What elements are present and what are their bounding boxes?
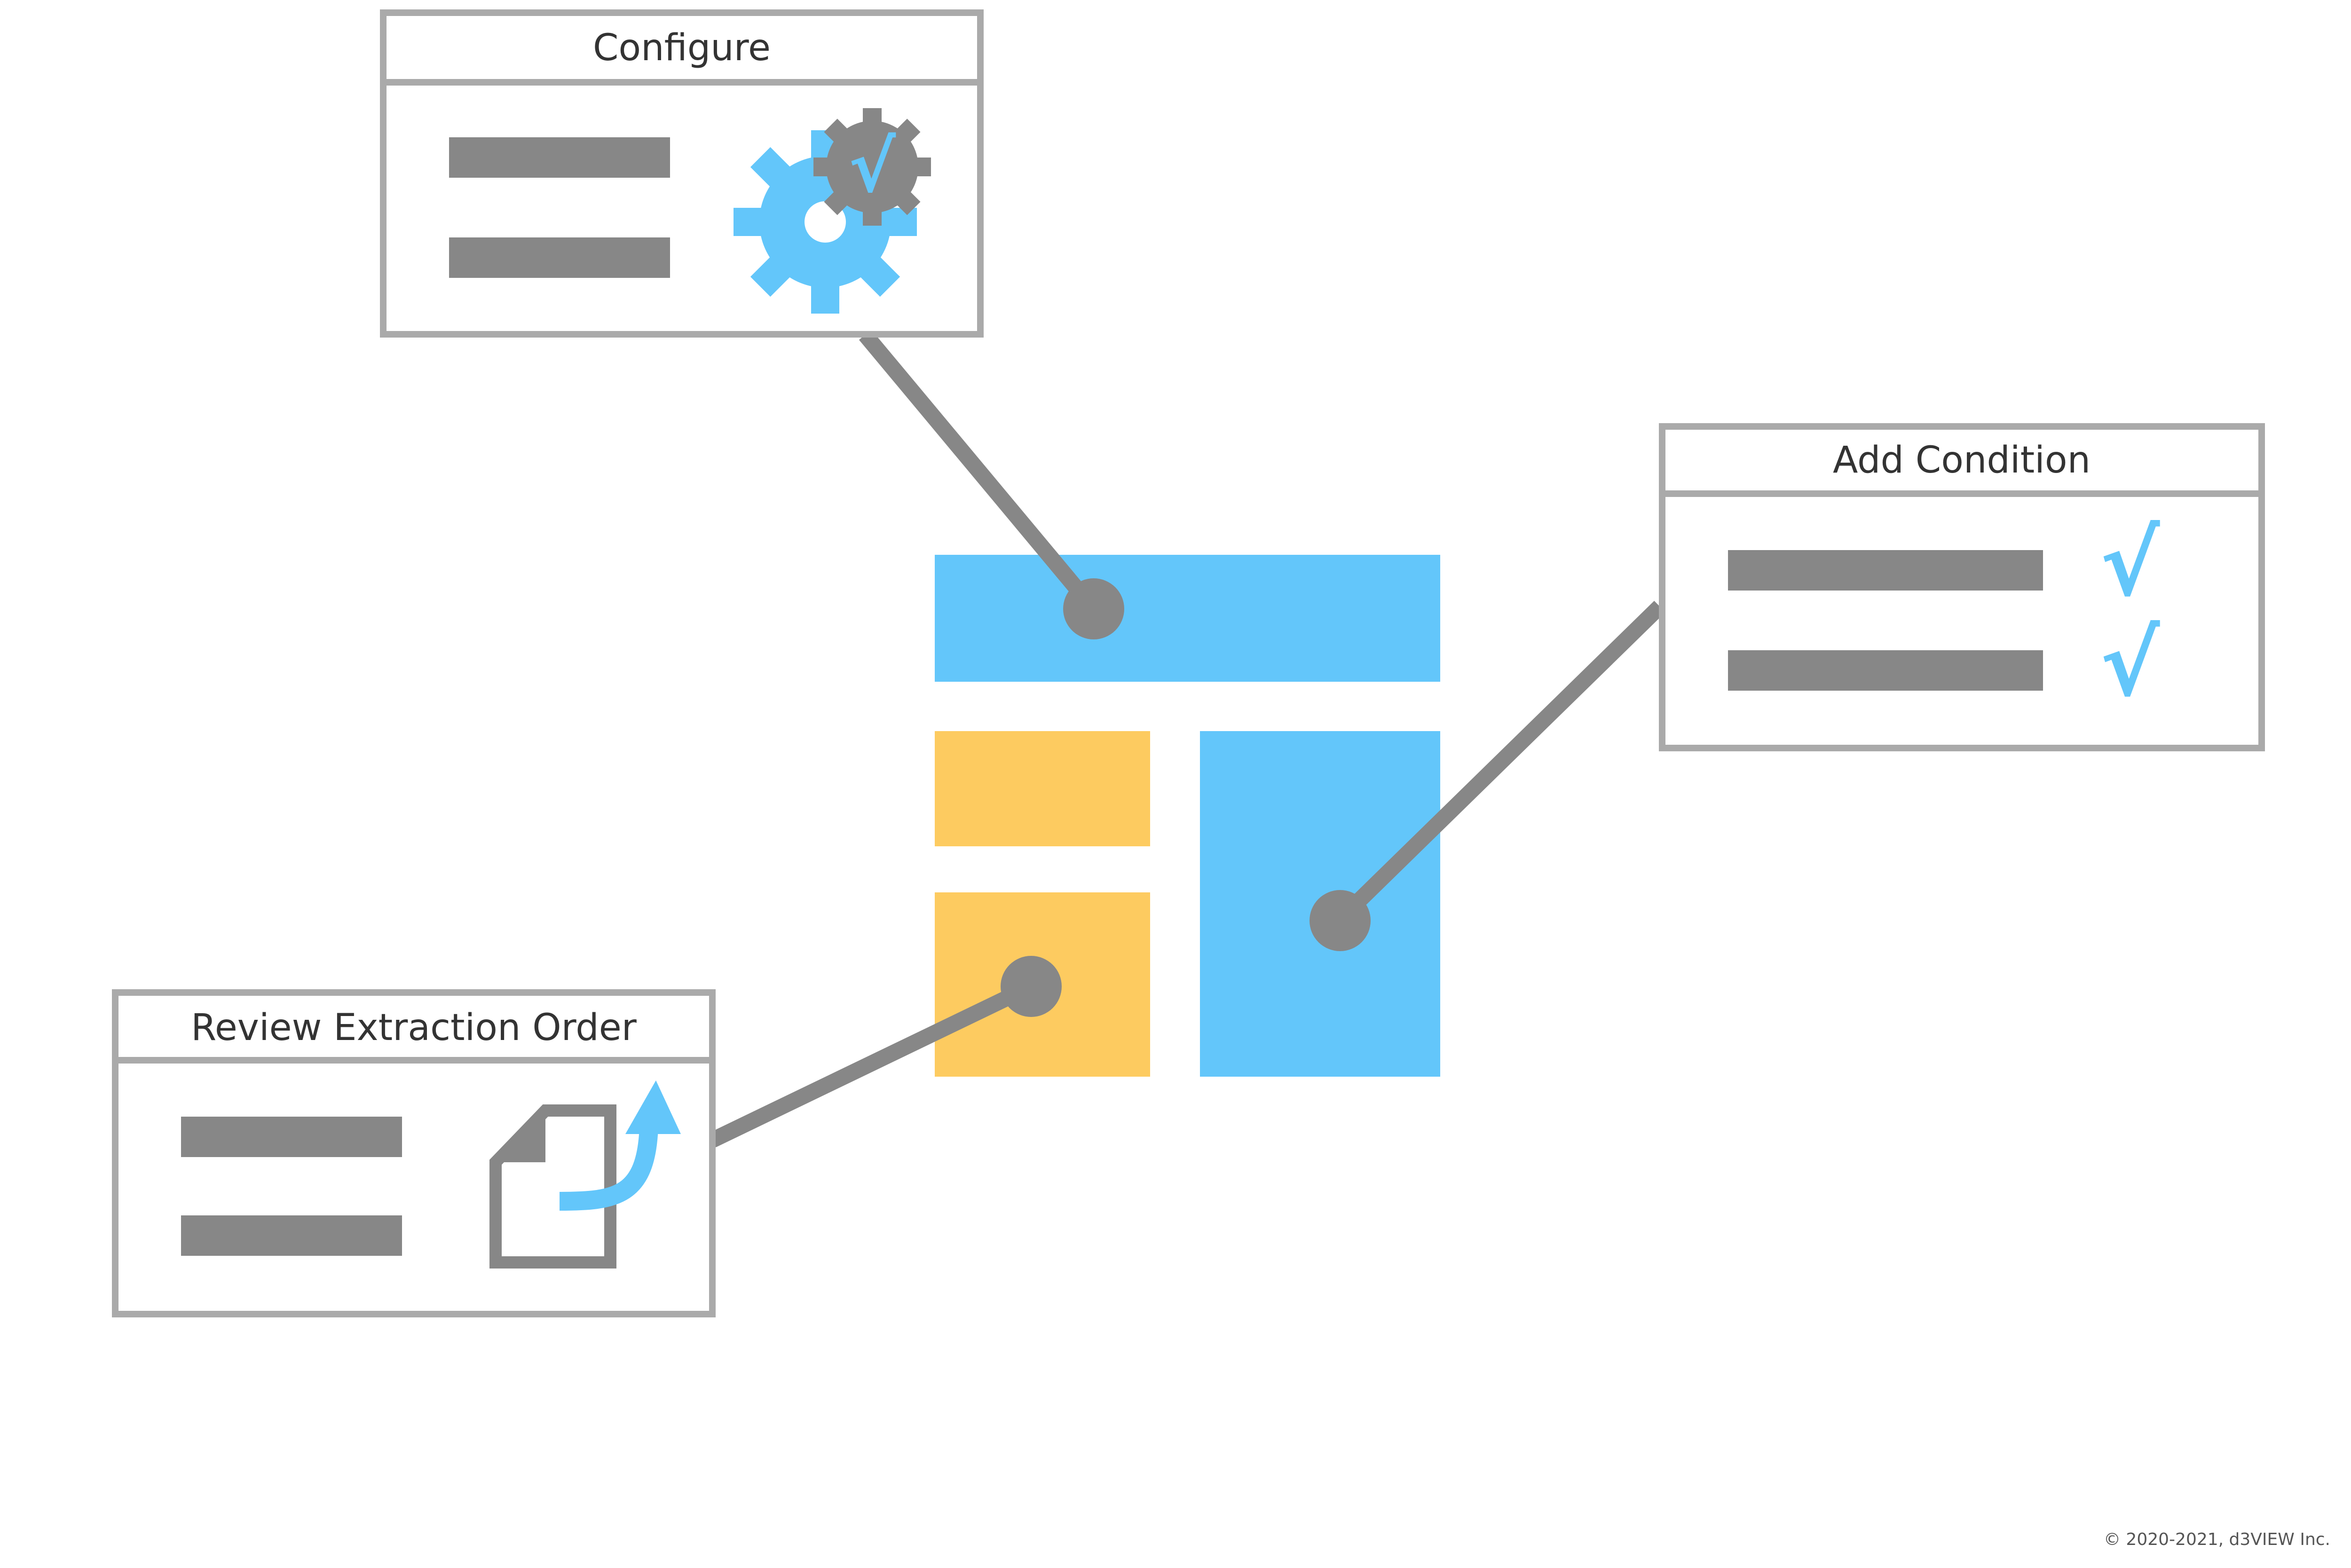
connector-add-condition xyxy=(1334,600,1665,925)
checkmark-icon: √ xyxy=(2100,612,2161,716)
document-fold-icon xyxy=(496,1111,545,1162)
connector-dot-configure xyxy=(1063,578,1124,639)
card-configure-line-1 xyxy=(449,137,670,178)
card-review-line-2 xyxy=(181,1215,402,1256)
layout-header-block xyxy=(935,555,1440,682)
arrow-head-icon xyxy=(625,1080,681,1134)
copyright-notice: © 2020-2021, d3VIEW Inc. xyxy=(2103,1530,2330,1549)
connector-dots xyxy=(1001,578,1371,1017)
card-configure-line-2 xyxy=(449,237,670,278)
card-add-condition-title: Add Condition xyxy=(1833,439,2091,481)
layout-mockup xyxy=(935,555,1440,1077)
card-review-title: Review Extraction Order xyxy=(191,1007,637,1049)
card-configure: Configure xyxy=(380,9,984,338)
connector-configure xyxy=(859,330,1100,614)
card-review-line-1 xyxy=(181,1117,402,1157)
gear-small-icon: √ xyxy=(813,108,931,226)
connectors xyxy=(709,330,1665,1148)
card-configure-title: Configure xyxy=(593,27,771,69)
gear-check-icon: √ xyxy=(849,126,896,208)
connector-dot-review xyxy=(1001,956,1062,1017)
card-review: Review Extraction Order xyxy=(112,989,716,1317)
connector-dot-add-condition xyxy=(1310,890,1371,951)
card-add-condition: Add Condition √ √ xyxy=(1659,423,2265,751)
card-add-condition-line-1 xyxy=(1728,550,2043,591)
checkmark-icon: √ xyxy=(2100,512,2161,616)
connector-review xyxy=(709,979,1035,1148)
curved-up-arrow-icon xyxy=(559,1126,658,1211)
card-add-condition-line-2 xyxy=(1728,650,2043,691)
layout-panel-top-left xyxy=(935,731,1150,846)
